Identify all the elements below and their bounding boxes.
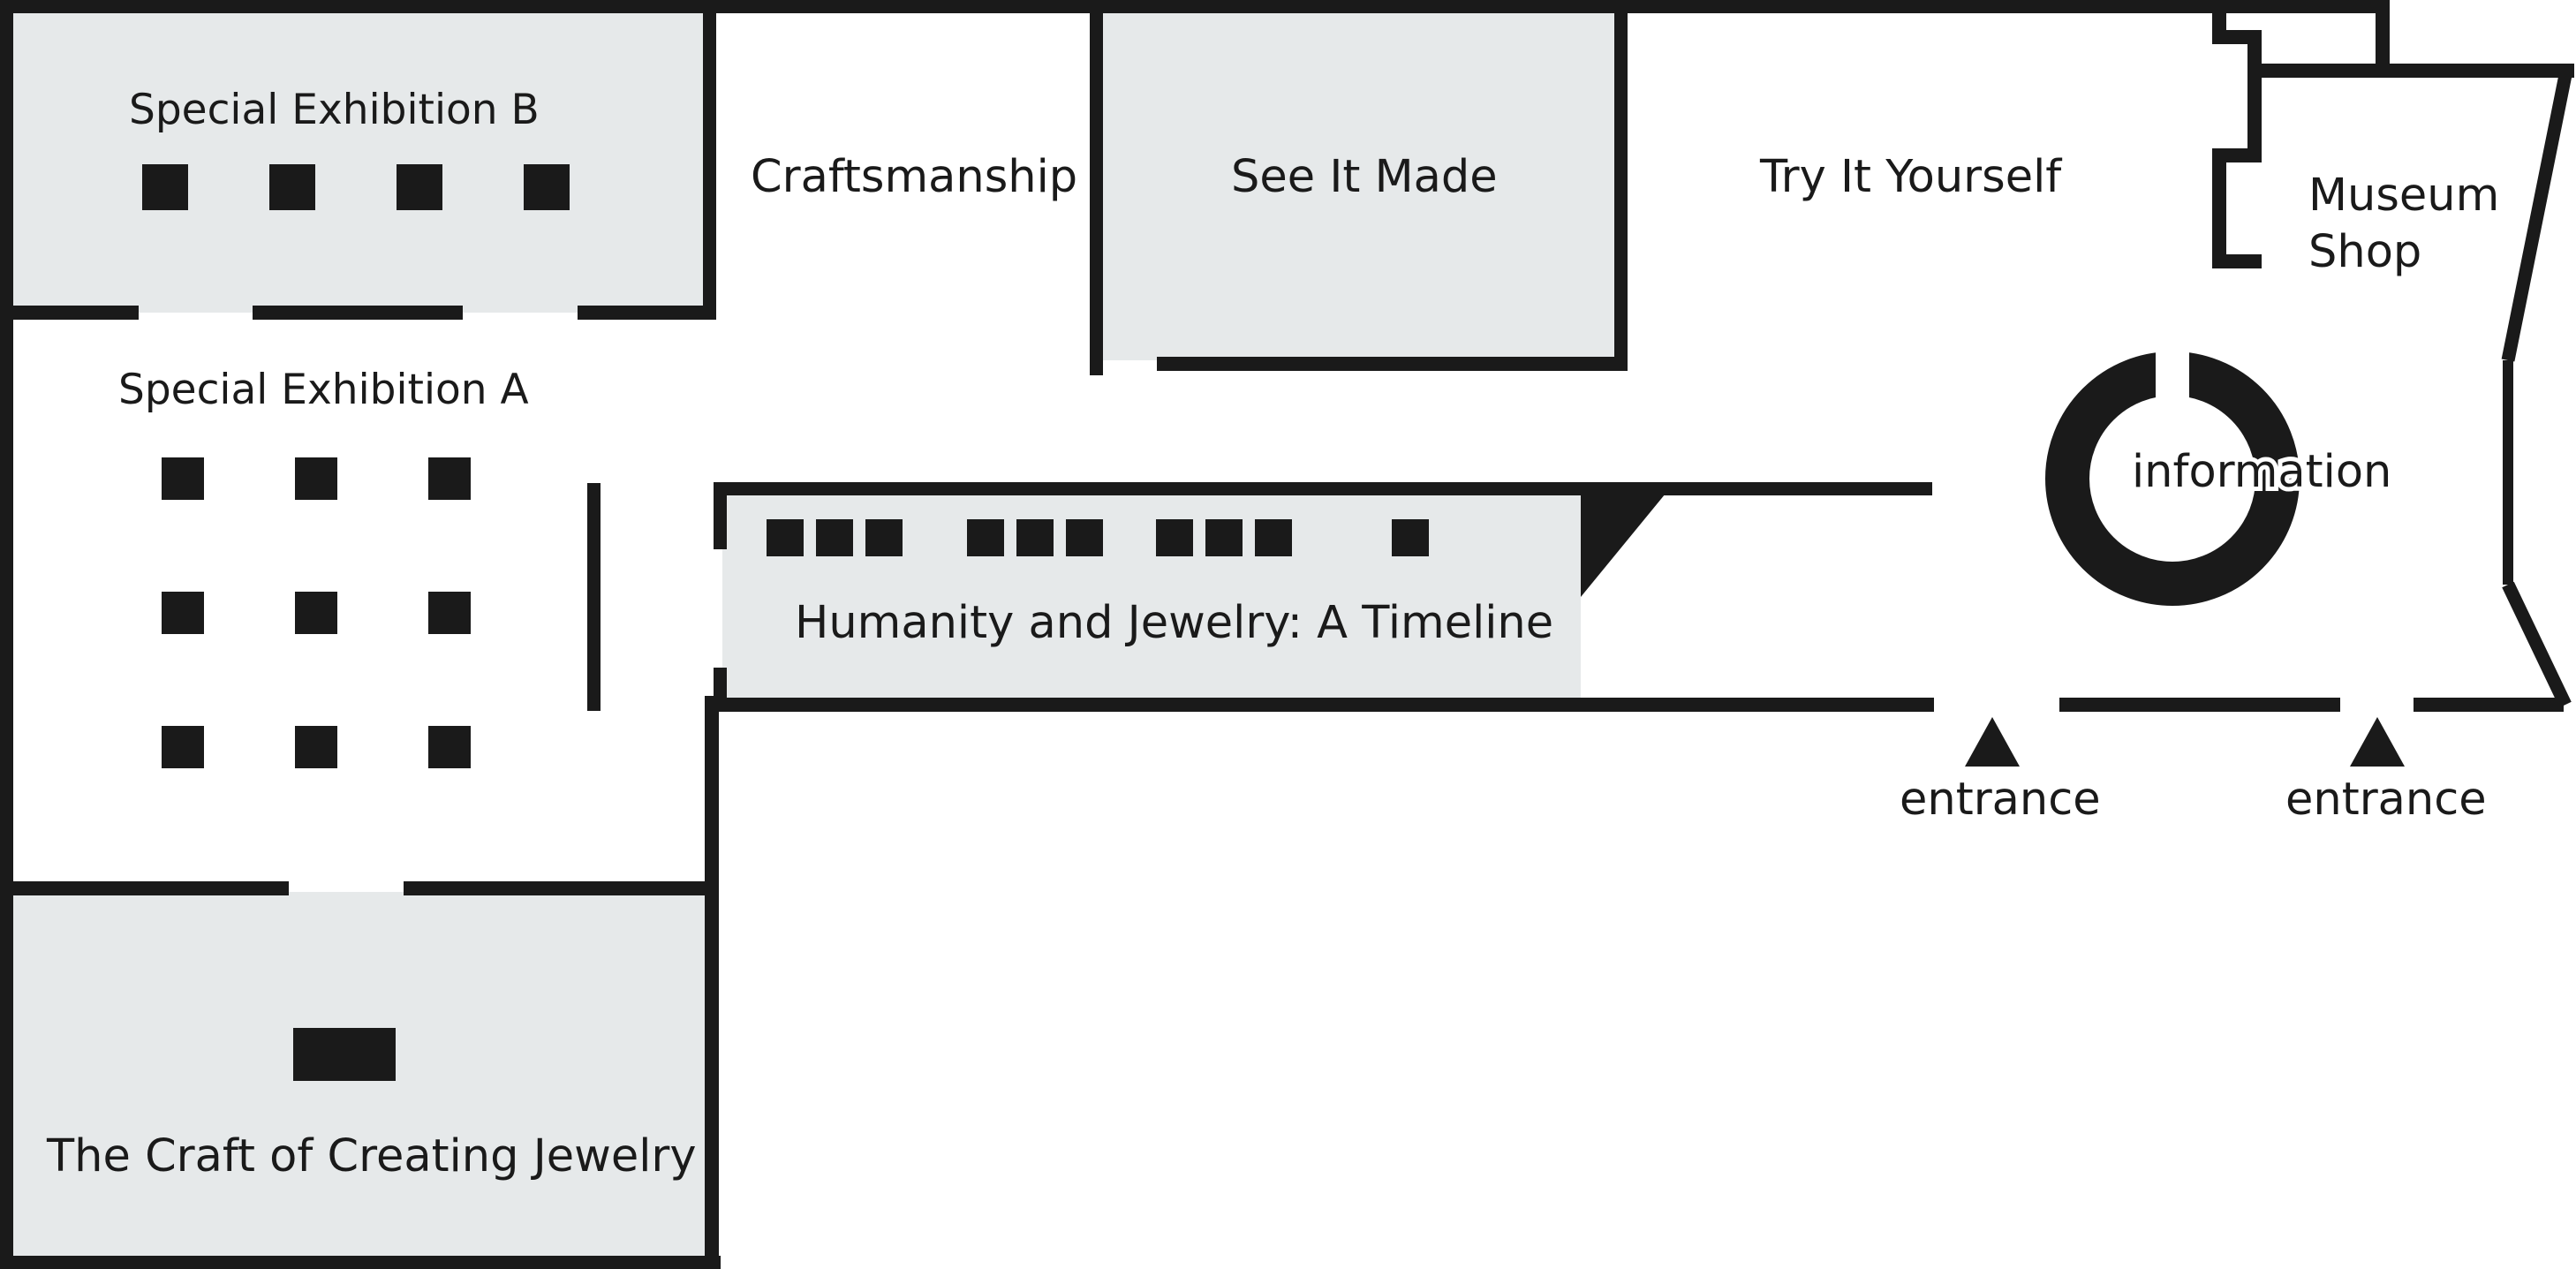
square-icon [1066, 519, 1103, 556]
label-craftsmanship: Craftsmanship [751, 151, 1077, 203]
square-icon [865, 519, 903, 556]
square-icon [295, 457, 337, 500]
square-icon [162, 726, 204, 768]
label-entrance-right: entrance [2285, 774, 2487, 826]
square-icon [816, 519, 853, 556]
right-wall-upper [2501, 69, 2573, 362]
display-cases [142, 164, 1429, 1081]
information-desk [2045, 349, 2300, 606]
timeline-corridor-wedge [1581, 489, 1669, 597]
label-timeline: Humanity and Jewelry: A Timeline [795, 597, 1553, 649]
label-try-it-yourself: Try It Yourself [1759, 151, 2062, 203]
square-icon [142, 164, 188, 210]
square-icon [397, 164, 442, 210]
label-information: information [2132, 446, 2391, 498]
square-icon [428, 726, 471, 768]
square-icon [428, 592, 471, 634]
entrance-right-triangle-up-icon [2350, 717, 2405, 767]
square-icon [269, 164, 315, 210]
label-museum-shop-line2: Shop [2308, 226, 2421, 278]
square-icon [1392, 519, 1429, 556]
square-icon [1255, 519, 1292, 556]
room-see-it-made [1100, 7, 1621, 360]
label-entrance-left: entrance [1900, 774, 2101, 826]
square-icon [1016, 519, 1054, 556]
square-icon [428, 457, 471, 500]
right-wall-lower [2502, 581, 2572, 708]
label-museum-shop-line1: Museum [2308, 170, 2499, 222]
rectangle-case-icon [293, 1028, 396, 1081]
square-icon [295, 726, 337, 768]
entrance-left-triangle-up-icon [1965, 717, 2020, 767]
square-icon [1205, 519, 1243, 556]
square-icon [162, 592, 204, 634]
room-special-exhibition-b [7, 7, 708, 313]
square-icon [295, 592, 337, 634]
label-special-exhibition-b: Special Exhibition B [129, 86, 540, 134]
square-icon [967, 519, 1004, 556]
square-icon [767, 519, 804, 556]
square-icon [524, 164, 570, 210]
label-see-it-made: See It Made [1231, 151, 1498, 203]
square-icon [1156, 519, 1193, 556]
square-icon [162, 457, 204, 500]
label-craft-of-creating: The Craft of Creating Jewelry [46, 1130, 697, 1182]
label-special-exhibition-a: Special Exhibition A [118, 366, 529, 414]
